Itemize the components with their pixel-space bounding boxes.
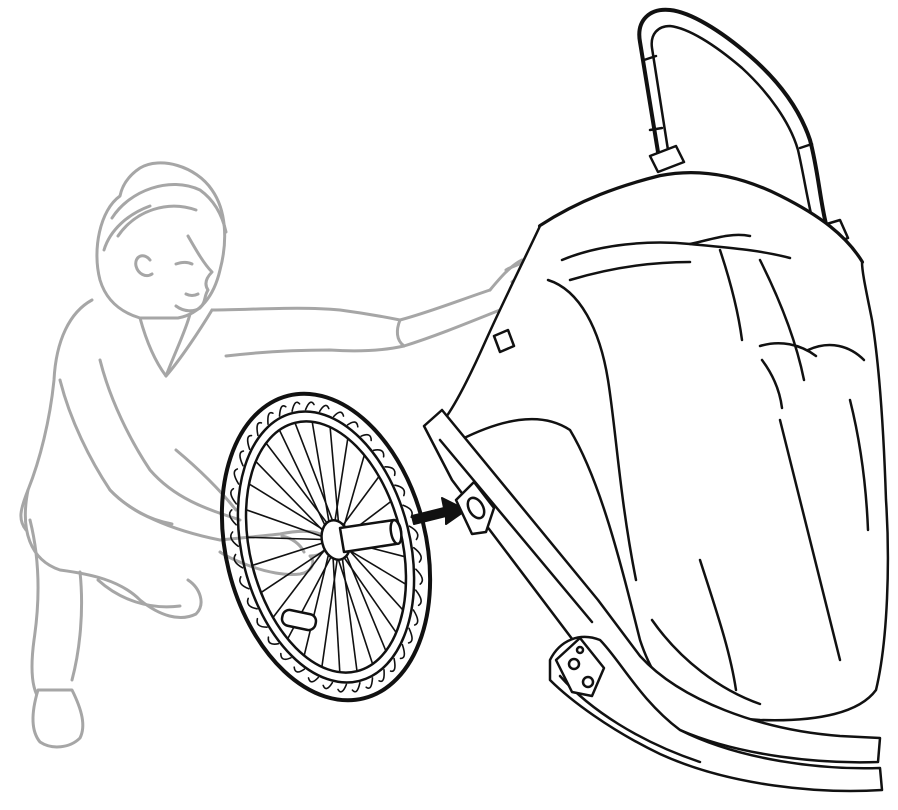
tire-tread: [409, 628, 412, 643]
tire-tread: [292, 402, 300, 411]
tire-tread: [352, 683, 360, 692]
tire-tread: [231, 489, 236, 504]
tire-tread: [309, 678, 319, 682]
tire-tread: [306, 402, 314, 409]
tire-tread: [414, 548, 422, 562]
tire-tread: [348, 422, 358, 427]
tire-tread: [234, 469, 238, 484]
tire-tread: [323, 683, 332, 689]
wheel-icon: [191, 371, 461, 722]
tire-tread: [416, 569, 423, 584]
tire-tread: [294, 667, 304, 672]
tire-tread: [320, 405, 329, 411]
tire-tread: [413, 610, 417, 625]
tire-tread: [334, 412, 344, 416]
tire-tread: [248, 436, 252, 450]
tire-tread: [338, 684, 346, 691]
tire-tread: [240, 451, 243, 466]
tire-tread: [401, 645, 405, 659]
tire-tread: [416, 590, 421, 605]
stroller-icon: [424, 10, 888, 791]
